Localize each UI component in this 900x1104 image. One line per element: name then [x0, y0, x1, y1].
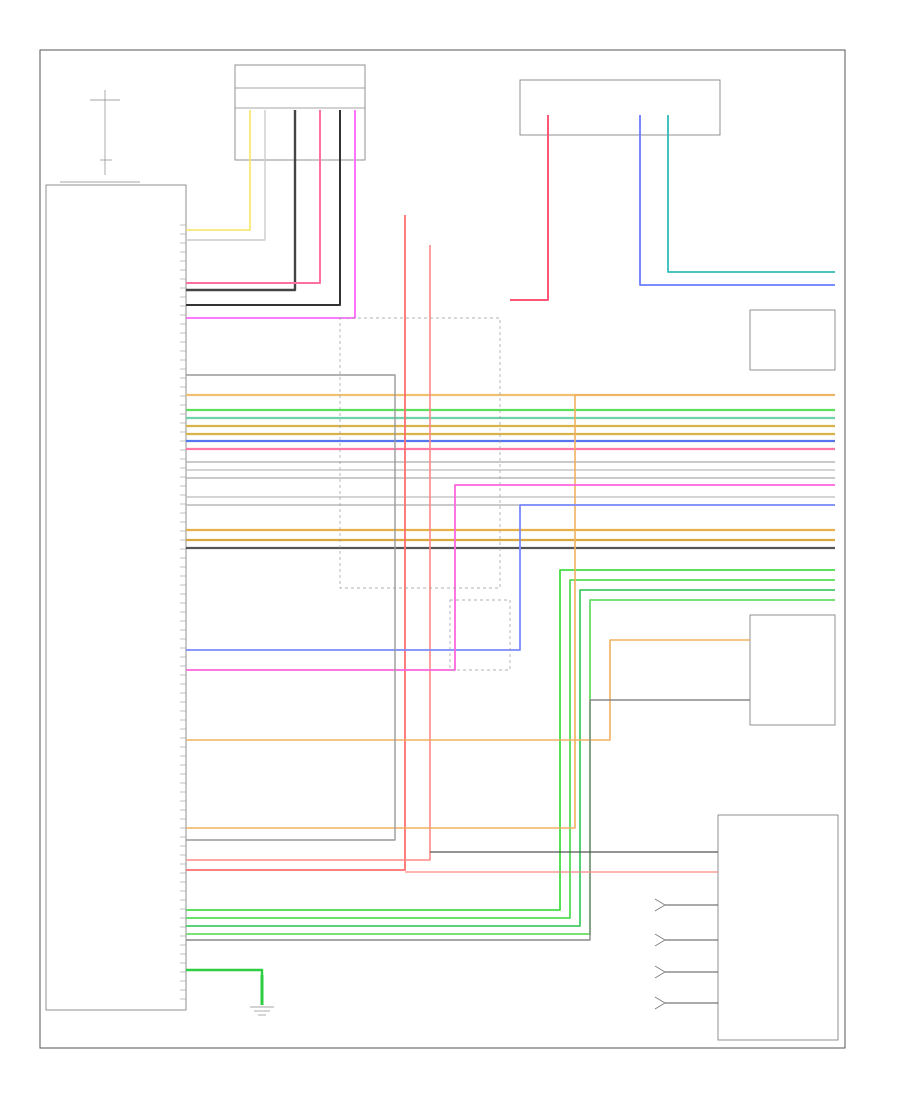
grey-wire-bottom	[186, 699, 750, 941]
wire-magenta-top	[186, 110, 356, 319]
green-ground-wire	[186, 968, 264, 978]
shield-outline-2	[449, 599, 511, 671]
antenna-symbol-1	[654, 933, 666, 947]
magenta-wire-mid	[186, 484, 835, 671]
diagram-frame	[39, 49, 846, 1049]
grey-loop	[186, 374, 396, 841]
bottom-ground	[250, 975, 274, 1016]
antenna-symbol-3	[654, 996, 666, 1010]
orange-wire-long	[186, 394, 835, 829]
right-module-2	[749, 614, 836, 726]
orange-wire-mid	[186, 639, 750, 741]
green-wire-2	[186, 589, 835, 927]
bottom-right-module	[717, 814, 839, 1041]
antenna-symbol-2	[654, 965, 666, 979]
top-connector-block	[234, 64, 366, 161]
wire-red-long	[186, 215, 406, 871]
wire-layer	[186, 110, 835, 978]
pin-marker-layer	[180, 224, 186, 1000]
wire-pink-top	[186, 110, 321, 284]
wire-blue-right	[639, 115, 835, 286]
top-left-ground	[60, 90, 140, 183]
top-right-connector	[519, 79, 721, 136]
antenna-symbol-0	[654, 898, 666, 912]
shield-outline	[339, 317, 501, 589]
radio-module-outline	[45, 184, 187, 1011]
wire-black-top-1	[186, 110, 297, 292]
wire-teal-right	[667, 115, 835, 273]
green-wire-1	[186, 579, 835, 919]
wire-yellow-top	[186, 110, 251, 231]
antenna-layer	[654, 898, 718, 1010]
wire-red-long-2	[186, 245, 431, 861]
right-module-1	[749, 309, 836, 371]
blue-wire-mid	[186, 504, 835, 651]
wire-pink-right	[510, 115, 549, 301]
wire-black-top-2	[186, 110, 341, 306]
wire-white-top	[186, 110, 266, 241]
